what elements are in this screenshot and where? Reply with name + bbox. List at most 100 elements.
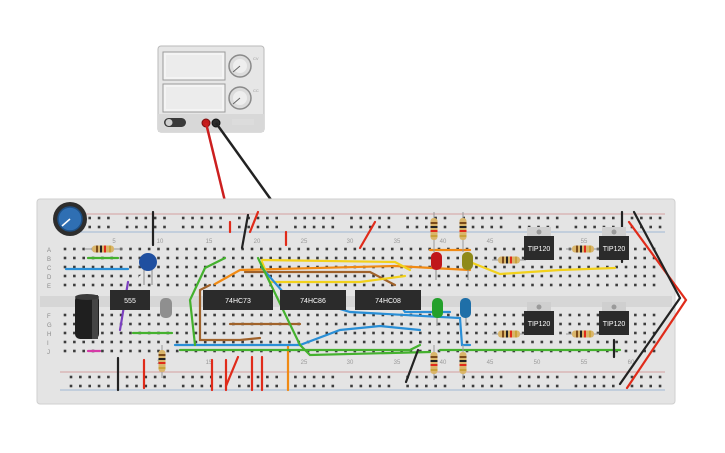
breadboard-hole[interactable]: [587, 274, 590, 278]
led-blue[interactable]: [460, 298, 471, 326]
breadboard-hole[interactable]: [456, 256, 459, 260]
breadboard-hole[interactable]: [555, 384, 559, 388]
breadboard-hole[interactable]: [129, 349, 132, 353]
breadboard-hole[interactable]: [88, 225, 91, 229]
breadboard-hole[interactable]: [643, 256, 646, 260]
breadboard-hole[interactable]: [643, 265, 646, 269]
breadboard-hole[interactable]: [574, 216, 578, 220]
breadboard-hole[interactable]: [181, 384, 185, 388]
breadboard-hole[interactable]: [129, 247, 132, 251]
breadboard-hole[interactable]: [278, 274, 282, 278]
breadboard-hole[interactable]: [378, 225, 381, 229]
breadboard-hole[interactable]: [518, 384, 522, 388]
breadboard-hole[interactable]: [344, 340, 347, 344]
breadboard-hole[interactable]: [256, 384, 260, 388]
breadboard-hole[interactable]: [181, 225, 185, 229]
breadboard-hole[interactable]: [278, 256, 282, 260]
breadboard-hole[interactable]: [537, 216, 540, 220]
breadboard-hole[interactable]: [587, 256, 590, 260]
breadboard-hole[interactable]: [503, 322, 506, 326]
breadboard-hole[interactable]: [101, 283, 104, 287]
breadboard-hole[interactable]: [447, 256, 450, 260]
breadboard-hole[interactable]: [577, 274, 581, 278]
breadboard-hole[interactable]: [306, 265, 310, 269]
breadboard-hole[interactable]: [359, 375, 363, 379]
breadboard-hole[interactable]: [372, 283, 375, 287]
breadboard-hole[interactable]: [387, 216, 391, 220]
breadboard-hole[interactable]: [222, 340, 226, 344]
breadboard-hole[interactable]: [555, 225, 559, 229]
breadboard-hole[interactable]: [583, 216, 587, 220]
breadboard-hole[interactable]: [278, 247, 282, 251]
breadboard-hole[interactable]: [312, 216, 316, 220]
breadboard-hole[interactable]: [91, 274, 95, 278]
breadboard-hole[interactable]: [147, 247, 151, 251]
breadboard-hole[interactable]: [306, 256, 310, 260]
breadboard-hole[interactable]: [181, 375, 185, 379]
breadboard-hole[interactable]: [546, 375, 550, 379]
breadboard-hole[interactable]: [247, 216, 250, 220]
breadboard-hole[interactable]: [175, 331, 179, 335]
breadboard-hole[interactable]: [232, 265, 235, 269]
breadboard-hole[interactable]: [428, 256, 431, 260]
breadboard-hole[interactable]: [596, 331, 600, 335]
breadboard-hole[interactable]: [135, 225, 138, 229]
breadboard-hole[interactable]: [390, 247, 394, 251]
breadboard-hole[interactable]: [110, 340, 114, 344]
breadboard-hole[interactable]: [362, 283, 366, 287]
breadboard-hole[interactable]: [612, 375, 615, 379]
breadboard-hole[interactable]: [63, 322, 67, 326]
breadboard-hole[interactable]: [322, 384, 325, 388]
breadboard-hole[interactable]: [157, 322, 160, 326]
breadboard-hole[interactable]: [91, 340, 95, 344]
breadboard-hole[interactable]: [153, 216, 157, 220]
breadboard-hole[interactable]: [555, 375, 559, 379]
breadboard-hole[interactable]: [596, 256, 600, 260]
breadboard-hole[interactable]: [583, 375, 587, 379]
breadboard-hole[interactable]: [200, 384, 204, 388]
breadboard-hole[interactable]: [63, 256, 67, 260]
breadboard-hole[interactable]: [297, 283, 301, 287]
breadboard-hole[interactable]: [471, 375, 475, 379]
breadboard-hole[interactable]: [652, 283, 656, 287]
breadboard-hole[interactable]: [110, 331, 114, 335]
wire-red-6[interactable]: [224, 355, 240, 388]
breadboard-hole[interactable]: [359, 384, 363, 388]
breadboard-hole[interactable]: [409, 256, 413, 260]
breadboard-hole[interactable]: [593, 375, 596, 379]
breadboard-hole[interactable]: [175, 274, 179, 278]
breadboard-hole[interactable]: [278, 313, 282, 317]
breadboard-hole[interactable]: [437, 283, 441, 287]
breadboard-hole[interactable]: [119, 265, 123, 269]
breadboard-hole[interactable]: [484, 313, 488, 317]
breadboard-hole[interactable]: [652, 331, 656, 335]
breadboard-hole[interactable]: [471, 225, 475, 229]
breadboard-hole[interactable]: [185, 340, 188, 344]
breadboard-hole[interactable]: [250, 340, 254, 344]
breadboard-hole[interactable]: [372, 322, 375, 326]
breadboard-hole[interactable]: [129, 340, 132, 344]
breadboard-hole[interactable]: [325, 283, 329, 287]
breadboard-hole[interactable]: [415, 216, 419, 220]
breadboard-hole[interactable]: [107, 225, 110, 229]
breadboard-hole[interactable]: [260, 331, 263, 335]
breadboard-hole[interactable]: [425, 225, 428, 229]
breadboard-hole[interactable]: [269, 256, 272, 260]
breadboard-hole[interactable]: [527, 375, 531, 379]
breadboard-hole[interactable]: [409, 340, 413, 344]
breadboard-hole[interactable]: [275, 216, 278, 220]
breadboard-hole[interactable]: [278, 283, 282, 287]
breadboard-hole[interactable]: [353, 322, 357, 326]
breadboard-hole[interactable]: [368, 384, 372, 388]
breadboard-hole[interactable]: [294, 216, 297, 220]
breadboard-hole[interactable]: [213, 313, 216, 317]
breadboard-hole[interactable]: [232, 247, 235, 251]
breadboard-hole[interactable]: [306, 322, 310, 326]
breadboard-hole[interactable]: [531, 283, 534, 287]
breadboard-hole[interactable]: [325, 256, 329, 260]
breadboard-hole[interactable]: [101, 322, 104, 326]
breadboard-hole[interactable]: [129, 313, 132, 317]
breadboard-hole[interactable]: [256, 375, 260, 379]
breadboard-hole[interactable]: [110, 265, 114, 269]
breadboard-hole[interactable]: [596, 274, 600, 278]
